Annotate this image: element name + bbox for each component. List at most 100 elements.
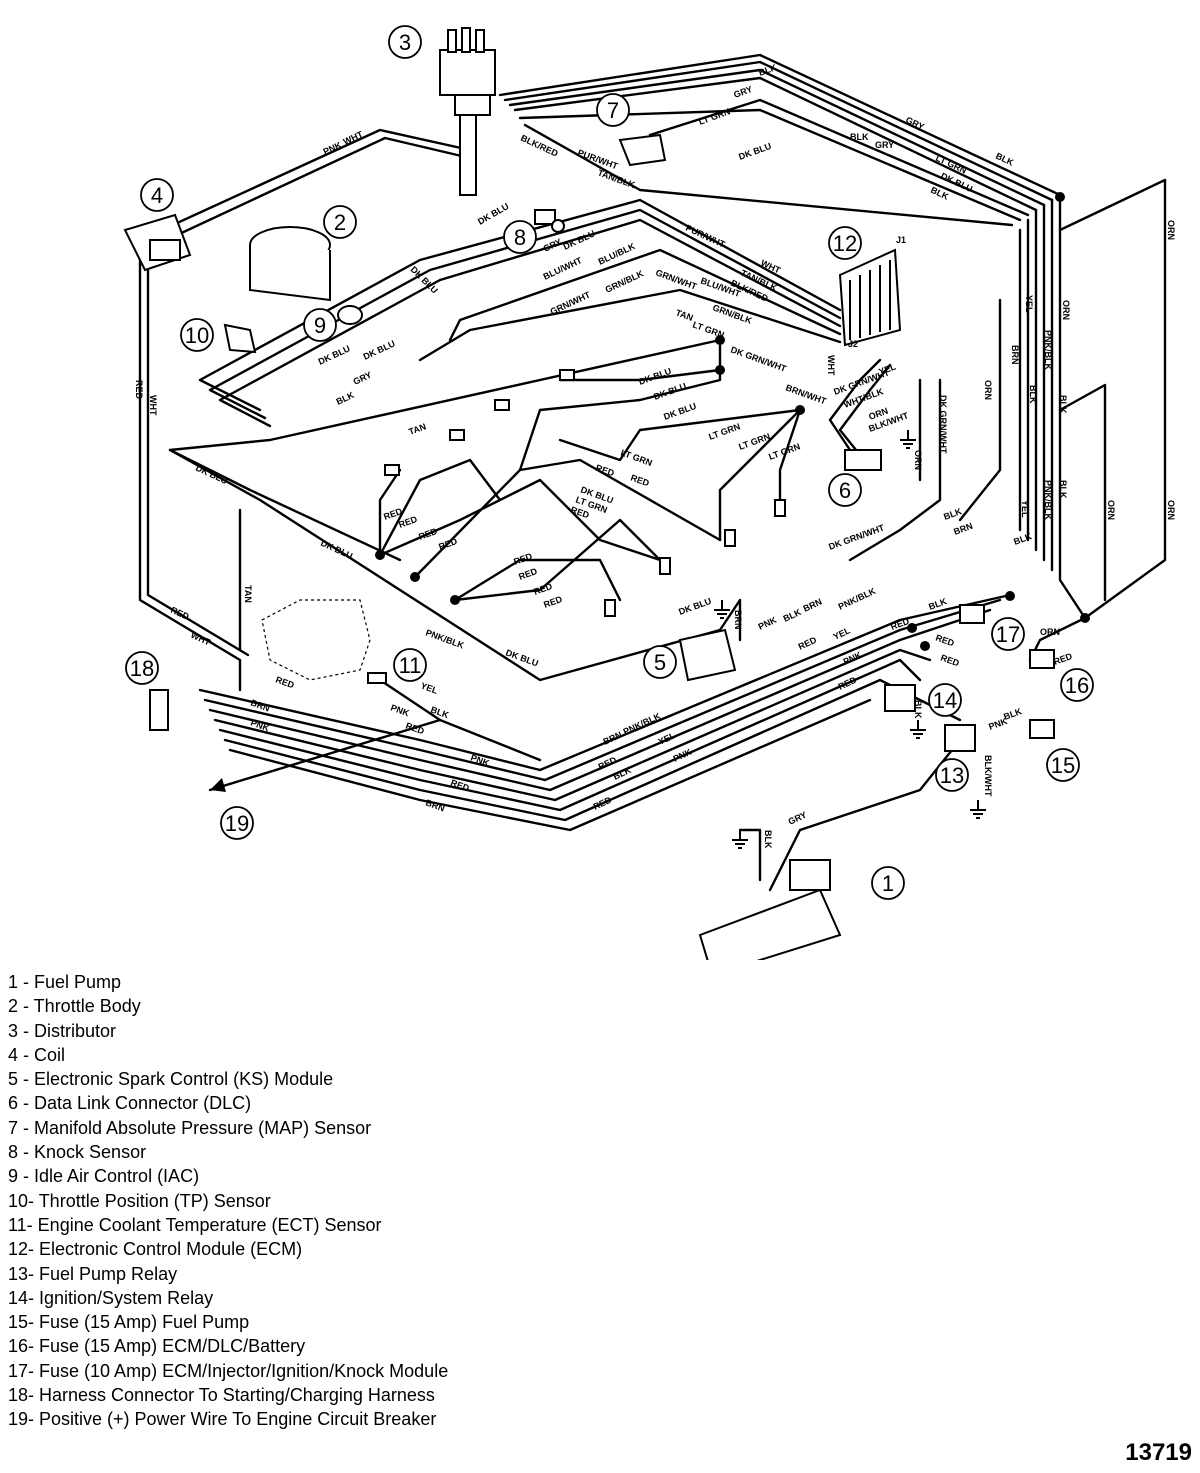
callout-13: 13 — [935, 758, 969, 792]
wire-pnk-wht — [143, 136, 472, 252]
wire-label: DK BLU — [194, 463, 229, 486]
dlc-icon — [844, 449, 882, 471]
wire-label: BRN — [952, 521, 974, 537]
wire-label: RED — [939, 652, 961, 668]
wire-ect — [378, 678, 542, 762]
wire-label: YEL — [832, 625, 853, 642]
wire-injector — [378, 468, 402, 557]
wire-label: BLK — [929, 185, 950, 202]
callout-5: 5 — [643, 645, 677, 679]
wire-label: RED — [934, 632, 956, 648]
ecm-connector-label: J1 — [896, 235, 906, 245]
wire-label: BLK — [913, 700, 923, 719]
wire-label: GRY — [352, 370, 374, 387]
wire-label: LT GRN — [697, 106, 731, 127]
legend-item: 8 - Knock Sensor — [8, 1142, 147, 1163]
callout-9: 9 — [303, 308, 337, 342]
wire-brn — [958, 298, 1002, 522]
wire-label: DK BLU — [737, 141, 772, 162]
wire-red-wht — [146, 243, 250, 657]
wire-bundle-mid — [448, 248, 842, 342]
legend-item: 9 - Idle Air Control (IAC) — [8, 1166, 200, 1187]
wire-label: BLK — [850, 132, 869, 142]
wire-label: RED — [417, 526, 439, 542]
wire-label: ORN — [1040, 627, 1060, 637]
wire-label: PNK/BLK — [837, 586, 878, 612]
legend-item: 6 - Data Link Connector (DLC) — [8, 1093, 252, 1114]
wire-label: DK BLU — [317, 343, 352, 366]
wire-injector — [778, 408, 802, 502]
tp-sensor-icon — [223, 323, 257, 354]
wire-label: PNK — [389, 702, 411, 718]
wire-label: BRN — [802, 597, 824, 614]
ecm-connector-label: J2 — [848, 339, 858, 349]
wire-label: BLK/RED — [519, 133, 560, 159]
wire-label: LT GRN — [691, 319, 725, 340]
wire-bundle-top — [508, 68, 1046, 207]
wire-bundle-top — [513, 76, 1038, 212]
callout-4: 4 — [140, 178, 174, 212]
callout-1: 1 — [871, 866, 905, 900]
wire-label: RED — [274, 674, 296, 690]
wire-label: BLK — [782, 607, 803, 624]
wire-label: PUR/WHT — [576, 147, 619, 171]
wire-label: BLK — [1058, 480, 1068, 499]
ect-sensor-icon — [367, 672, 387, 684]
svg-text:18: 18 — [130, 656, 154, 681]
engine-outline — [261, 599, 371, 681]
legend-item: 16- Fuse (15 Amp) ECM/DLC/Battery — [8, 1336, 306, 1357]
throttle-body-icon — [249, 226, 331, 302]
callout-2: 2 — [323, 205, 357, 239]
wire-label: YEL — [1020, 500, 1030, 518]
wire-label: PNK — [322, 140, 344, 157]
wire-label: GRN/BLK — [604, 268, 646, 295]
legend-item: 15- Fuse (15 Amp) Fuel Pump — [8, 1312, 250, 1333]
wire-orn — [1058, 178, 1167, 620]
wire-blk — [738, 828, 762, 882]
wire-label: DK GRN/WHT — [729, 344, 788, 374]
wire-label: WHT — [342, 129, 365, 147]
svg-text:11: 11 — [399, 653, 422, 678]
wire-bundle-mid — [418, 288, 842, 362]
svg-text:19: 19 — [225, 811, 249, 836]
callout-19: 19 — [220, 806, 254, 840]
wire-label: RED — [404, 720, 426, 736]
wire-label: BLK — [757, 62, 778, 78]
legend-item: 10- Throttle Position (TP) Sensor — [8, 1190, 271, 1211]
legend-item: 1 - Fuel Pump — [8, 972, 122, 992]
wire-label: WHT — [826, 355, 836, 376]
wire-label: GRY — [904, 115, 926, 132]
wire-ks — [718, 598, 742, 642]
wire-bundle-low — [208, 608, 992, 792]
wire-label: ORN — [983, 380, 993, 400]
wire-label: ORN — [1166, 220, 1176, 240]
callout-14: 14 — [928, 683, 962, 717]
wire-label: PNK — [469, 752, 491, 768]
wire-label: GRY — [875, 140, 894, 150]
fuel-pump-relay-icon — [944, 724, 976, 752]
wire-bundle-low — [228, 698, 872, 832]
legend-item: 13- Fuel Pump Relay — [8, 1263, 178, 1284]
wire-label: GRY — [732, 84, 753, 100]
wire-injector — [413, 458, 722, 579]
wire-label: GRN/WHT — [549, 289, 593, 316]
wire-bundle-top — [498, 53, 1062, 197]
wire-label: PNK/BLK — [424, 627, 465, 650]
wire-dk-grn-wht — [848, 378, 942, 562]
svg-text:5: 5 — [654, 650, 666, 675]
fuse-15-icon — [1029, 719, 1055, 739]
wire-bundle-top — [523, 123, 1014, 227]
callout-7: 7 — [596, 93, 630, 127]
callout-10: 10 — [180, 318, 214, 352]
legend-item: 12- Electronic Control Module (ECM) — [8, 1239, 303, 1260]
wire-label: DK BLU — [319, 538, 354, 561]
callout-6: 6 — [828, 473, 862, 507]
wire-label: GRY — [787, 810, 809, 827]
wire-bundle-low — [213, 648, 932, 802]
svg-text:3: 3 — [399, 30, 411, 55]
svg-text:14: 14 — [933, 688, 957, 713]
wire-bundle-mid — [218, 218, 842, 428]
wire-label: DK GRN/WHT — [938, 395, 948, 454]
wire-label: DK BLU — [662, 401, 697, 422]
wire-label: TAN — [407, 421, 427, 436]
